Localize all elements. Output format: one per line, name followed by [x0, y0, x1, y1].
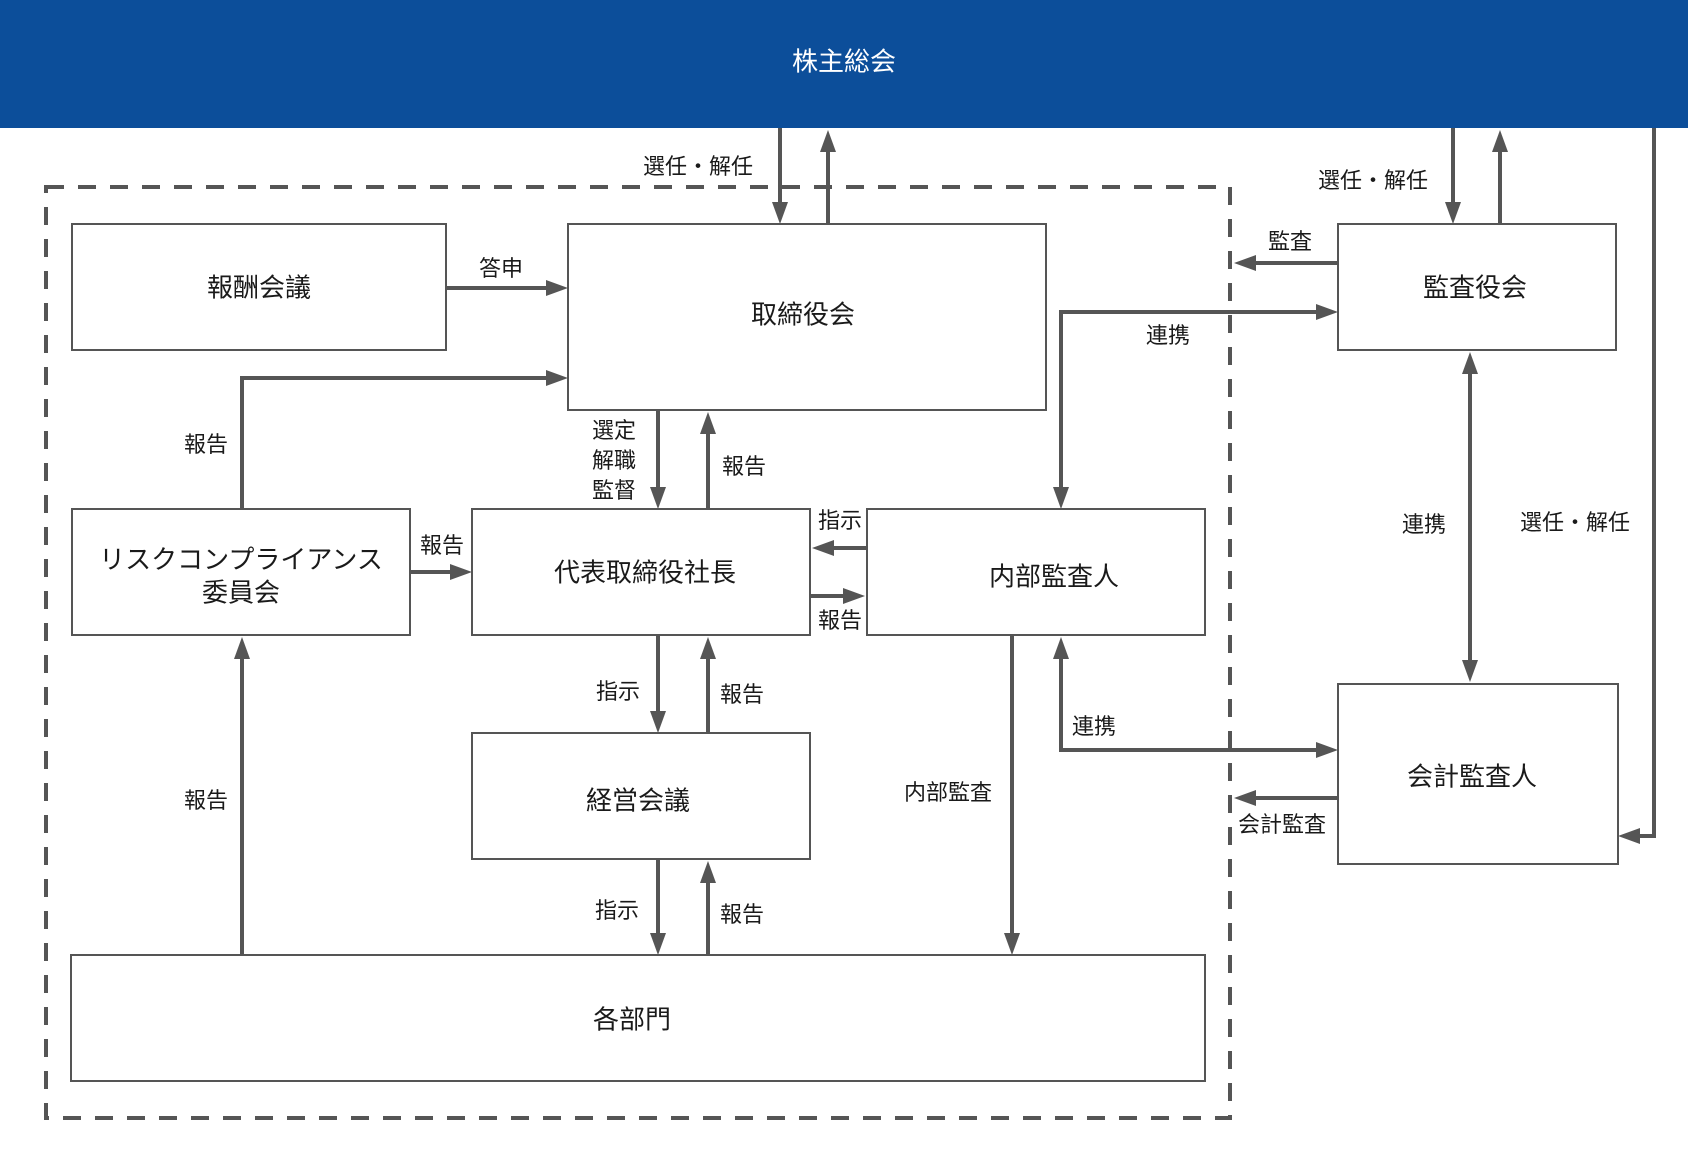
label-internal-departments: 内部監査 [904, 781, 992, 806]
arrowhead-down [1004, 933, 1020, 955]
arrowhead-up [700, 637, 716, 659]
arrowhead-up [1492, 130, 1508, 152]
label-remuneration-board: 答申 [479, 257, 523, 282]
remuneration-label: 報酬会議 [207, 274, 311, 304]
accounting-auditor-label: 会計監査人 [1407, 763, 1537, 793]
management-meeting-node[interactable]: 経営会議 [471, 732, 811, 860]
label-president-mgmt: 指示 [596, 680, 640, 705]
audit-board-node[interactable]: 監査役会 [1337, 223, 1617, 351]
remuneration-node[interactable]: 報酬会議 [71, 223, 447, 351]
arrowhead-down [650, 933, 666, 955]
departments-label: 各部門 [593, 1006, 671, 1036]
arrowhead-down [650, 711, 666, 733]
label-risk-board: 報告 [184, 433, 228, 458]
arrow-risk-to-board [240, 376, 548, 509]
risk-committee-label-1: リスクコンプライアンス [99, 546, 383, 576]
label-board-president-2: 解職 [592, 449, 636, 474]
board-node[interactable]: 取締役会 [567, 223, 1047, 411]
label-internal-accounting-collab: 連携 [1072, 715, 1116, 740]
president-label: 代表取締役社長 [554, 559, 736, 589]
arrowhead-up [700, 412, 716, 434]
president-node[interactable]: 代表取締役社長 [471, 508, 811, 636]
arrow-internal-accounting-collab [1059, 657, 1318, 752]
arrowhead-right [1316, 304, 1338, 320]
arrowhead-right [546, 280, 568, 296]
label-shareholders-audit-board: 選任・解任 [1318, 169, 1428, 194]
internal-auditor-node[interactable]: 内部監査人 [866, 508, 1206, 636]
arrowhead-up [820, 130, 836, 152]
label-board-president-1: 選定 [592, 419, 636, 444]
risk-committee-label-2: 委員会 [202, 579, 280, 609]
arrowhead-left [1234, 255, 1256, 271]
label-mgmt-president: 報告 [720, 683, 764, 708]
board-label: 取締役会 [751, 301, 855, 331]
arrow-internal-audit-board-collab [1059, 310, 1318, 489]
arrowhead-down [772, 202, 788, 224]
label-audit-board-audit: 監査 [1268, 230, 1312, 255]
arrowhead-up [1462, 352, 1478, 374]
arrowhead-down [1053, 487, 1069, 509]
management-meeting-label: 経営会議 [586, 787, 690, 817]
label-internal-president: 指示 [818, 509, 862, 534]
arrowhead-right [450, 564, 472, 580]
arrowhead-up [1053, 637, 1069, 659]
arrowhead-down [1445, 202, 1461, 224]
arrowhead-right [1316, 742, 1338, 758]
arrowhead-right [546, 370, 568, 386]
label-president-board: 報告 [722, 455, 766, 480]
label-risk-president: 報告 [420, 534, 464, 559]
arrowhead-left [1234, 790, 1256, 806]
shareholders-meeting-label: 株主総会 [792, 48, 896, 78]
arrowhead-left [812, 540, 834, 556]
shareholders-meeting-band [0, 0, 1688, 128]
label-accounting-audit: 会計監査 [1238, 813, 1326, 838]
arrowhead-left [1618, 828, 1640, 844]
label-president-internal: 報告 [818, 609, 862, 634]
label-board-president-3: 監督 [592, 479, 636, 504]
audit-board-label: 監査役会 [1423, 274, 1527, 304]
label-shareholders-accounting: 選任・解任 [1520, 511, 1630, 536]
arrow-shareholders-to-accounting-auditor [1638, 128, 1656, 838]
label-departments-mgmt: 報告 [720, 903, 764, 928]
label-mgmt-departments: 指示 [595, 899, 639, 924]
label-shareholders-board: 選任・解任 [643, 155, 753, 180]
arrowhead-up [234, 637, 250, 659]
arrowhead-up [700, 861, 716, 883]
label-board-audit-collab: 連携 [1146, 324, 1190, 349]
label-audit-accounting-collab: 連携 [1402, 513, 1446, 538]
internal-auditor-label: 内部監査人 [989, 563, 1119, 593]
departments-node[interactable]: 各部門 [70, 954, 1206, 1082]
risk-committee-node[interactable]: リスクコンプライアンス 委員会 [71, 508, 411, 636]
arrowhead-down [650, 487, 666, 509]
arrowhead-right [843, 588, 865, 604]
company-boundary [44, 185, 1232, 1120]
accounting-auditor-node[interactable]: 会計監査人 [1337, 683, 1619, 865]
label-departments-risk: 報告 [184, 789, 228, 814]
arrowhead-down [1462, 660, 1478, 682]
